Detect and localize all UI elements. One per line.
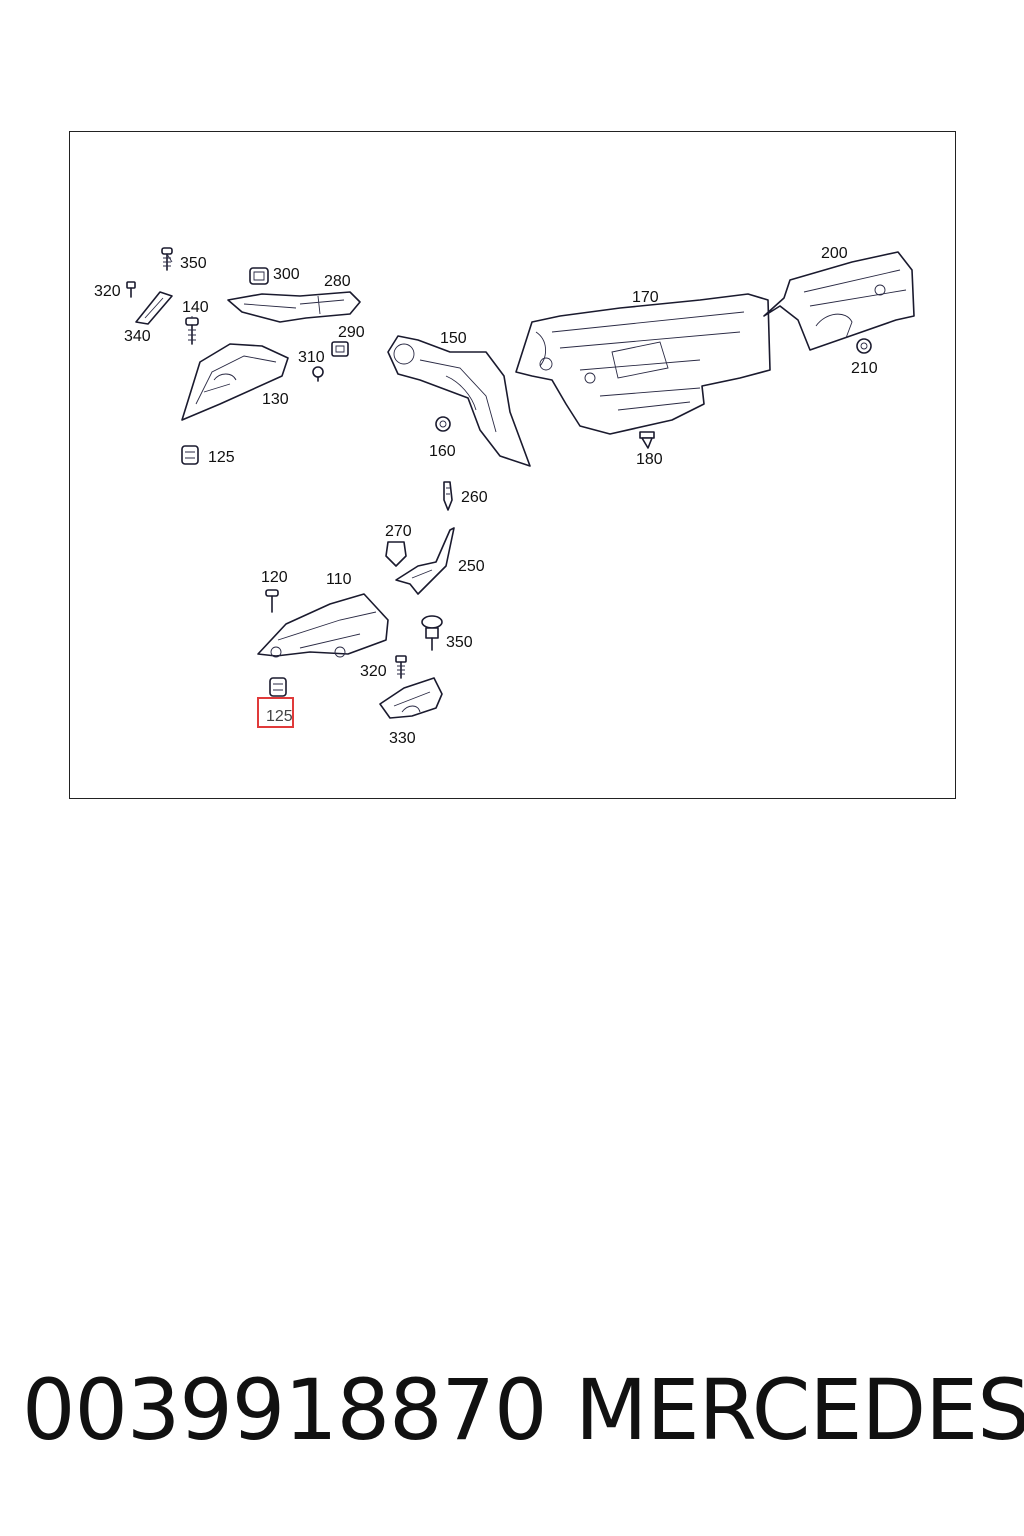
washer-160 [435,416,451,432]
shield-150 [387,335,531,467]
clip-300 [249,267,269,285]
panel-130 [181,343,289,421]
part-number: 0039918870 [22,1361,547,1459]
callout-170[interactable]: 170 [632,289,659,306]
pin-260 [443,481,453,511]
clip-125-top [181,445,199,465]
callout-200[interactable]: 200 [821,245,848,262]
parts-diagram-frame [69,131,956,799]
screw-320-lower [395,655,407,679]
callout-280[interactable]: 280 [324,273,351,290]
callout-270[interactable]: 270 [385,523,412,540]
brand-name: MERCEDES [575,1361,1024,1459]
screw-320-top [126,281,136,298]
callout-320-top[interactable]: 320 [94,283,121,300]
leader-lines [166,253,193,318]
callout-260[interactable]: 260 [461,489,488,506]
nut-210 [856,338,872,354]
callout-330[interactable]: 330 [389,730,416,747]
callout-130[interactable]: 130 [262,391,289,408]
callout-250[interactable]: 250 [458,558,485,575]
callout-340[interactable]: 340 [124,328,151,345]
bracket-340 [135,291,173,325]
callout-350-top[interactable]: 350 [180,255,207,272]
bolt-350-lower [421,615,443,651]
callout-125-top[interactable]: 125 [208,449,235,466]
callout-210[interactable]: 210 [851,360,878,377]
clip-125-lower [269,677,287,697]
bolt-140 [185,317,199,345]
callout-180[interactable]: 180 [636,451,663,468]
clip-290 [331,341,349,357]
callout-310[interactable]: 310 [298,349,325,366]
clip-270 [385,541,407,567]
callout-125-lower-highlighted[interactable]: 125 [266,708,293,725]
callout-350-lower[interactable]: 350 [446,634,473,651]
highlight-box [257,697,294,728]
bracket-280 [227,291,361,323]
callout-290[interactable]: 290 [338,324,365,341]
bracket-250 [395,527,455,595]
clip-180 [639,431,655,449]
shield-200 [763,251,915,351]
callout-140[interactable]: 140 [182,299,209,316]
callout-120[interactable]: 120 [261,569,288,586]
bolt-120 [265,589,279,613]
callout-320-lower[interactable]: 320 [360,663,387,680]
parts-diagram: 350 300 280 320 140 340 290 310 150 130 … [94,245,915,747]
callout-110[interactable]: 110 [326,571,352,588]
callout-300[interactable]: 300 [273,266,300,283]
panel-110 [257,593,389,658]
callout-160[interactable]: 160 [429,443,456,460]
shield-170 [515,293,771,435]
callout-150[interactable]: 150 [440,330,467,347]
screw-310 [312,366,324,382]
bracket-330 [379,677,443,719]
